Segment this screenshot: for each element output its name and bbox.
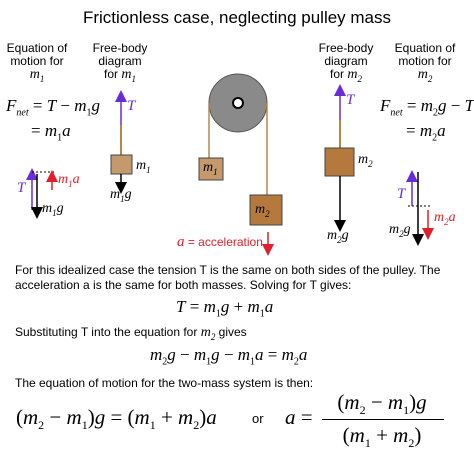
paragraph-3: The equation of motion for the two-mass … [15, 376, 314, 390]
m2-fbd-block [324, 147, 355, 177]
header-line: Equation of [394, 41, 456, 55]
header-mass: m1 [29, 67, 45, 84]
label-m2-fbd: m2 [358, 152, 373, 169]
label-T-left: T [17, 180, 26, 196]
label-T-right-fbd: T [346, 92, 355, 108]
right-eq-header: Equation of motion for m2 [392, 42, 458, 86]
header-line: diagram [324, 54, 368, 68]
accel-label: a = acceleration [177, 234, 263, 250]
label-T-left-fbd: T [127, 98, 136, 114]
page-title: Frictionless case, neglecting pulley mas… [82, 8, 392, 27]
pulley-axle [232, 97, 244, 109]
label-m1g-fbd: m1g [110, 187, 132, 204]
left-fbd-header: Free-body diagram for m1 [92, 42, 148, 86]
final-numerator: (m2 − m1)g [337, 390, 427, 418]
fraction-bar [322, 419, 444, 420]
label-m2g: m2g [389, 222, 411, 239]
right-fbd-header: Free-body diagram for m2 [318, 42, 374, 86]
label-m1-fbd: m1 [136, 158, 151, 175]
header-line: for m1 [104, 67, 136, 84]
left-eq-header: Equation of motion for m1 [6, 42, 68, 86]
left-equation-1: Fnet = T − m1g [6, 96, 101, 119]
header-line: motion for [10, 54, 64, 68]
paragraph-2: Substituting T into the equation for m2 … [15, 325, 247, 342]
mass-m2-block [249, 194, 283, 226]
label-m2g-fbd: m2g [327, 228, 349, 245]
header-line: motion for [398, 54, 452, 68]
final-equation-right-lhs: a = [285, 405, 313, 429]
header-line: Equation of [6, 41, 68, 55]
right-equation-1: Fnet = m2g − T [380, 96, 474, 119]
final-denominator: (m1 + m2) [342, 423, 422, 451]
label-m2a: m2a [434, 210, 456, 227]
m1-fbd-block [110, 154, 133, 175]
label-m1g: m1g [42, 201, 64, 218]
or-text: or [252, 411, 264, 426]
label-m1a: m1a [58, 172, 80, 189]
left-equation-2: = m1a [31, 121, 71, 144]
header-line: diagram [98, 54, 142, 68]
label-m1-block: m1 [203, 160, 218, 177]
paragraph-1: For this idealized case the tension T is… [15, 263, 441, 292]
header-line: Free-body [92, 41, 148, 55]
right-equation-2: = m2a [406, 121, 446, 144]
final-equation-left: (m2 − m1)g = (m1 + m2)a [16, 405, 217, 433]
header-mass: m2 [417, 67, 433, 84]
header-line: Free-body [318, 41, 374, 55]
equation-T: T = m1g + m1a [176, 297, 274, 320]
mass-m1-block [198, 157, 224, 181]
label-m2-block: m2 [255, 202, 270, 219]
equation-substituted: m2g − m1g − m1a = m2a [150, 345, 308, 368]
label-T-right: T [397, 186, 406, 202]
header-line: for m2 [330, 67, 362, 84]
